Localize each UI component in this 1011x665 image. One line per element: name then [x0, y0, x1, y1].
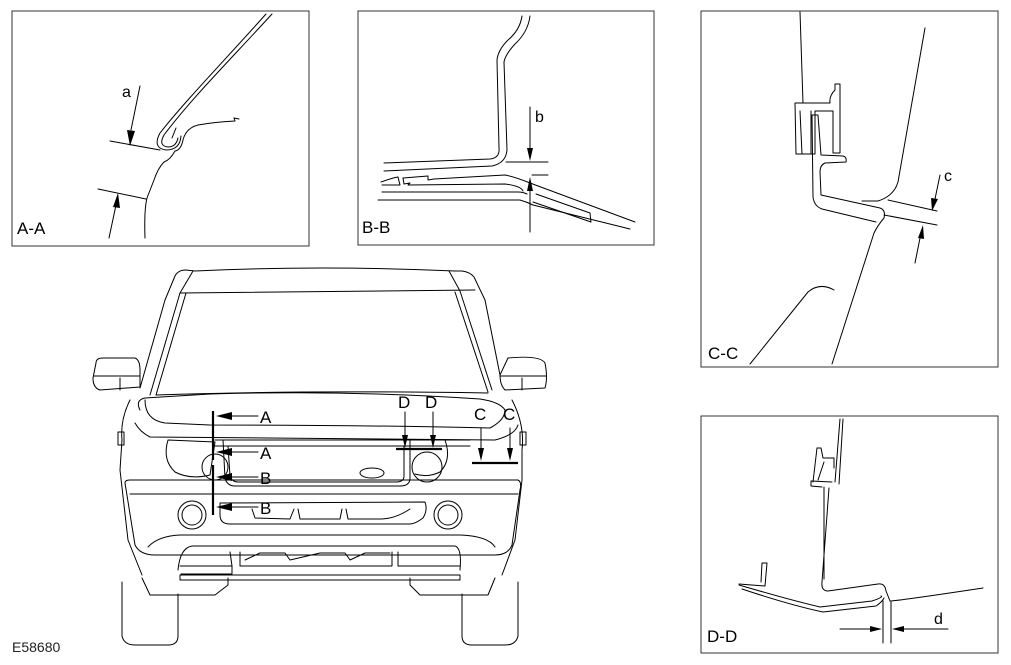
- bonnet-top: [137, 392, 506, 411]
- marker-arrow-b2: [216, 503, 232, 511]
- panel-d-lower: [738, 584, 883, 608]
- lower-clip: [380, 176, 401, 186]
- marker-arrow-a1: [216, 412, 232, 420]
- marker-arrow-d1: [402, 435, 408, 448]
- section-a-a-panel: a A-A: [11, 10, 310, 247]
- windshield-bottom: [155, 391, 489, 396]
- lower-curve: [749, 286, 835, 365]
- body-side-right: [501, 399, 523, 576]
- windshield-top: [179, 289, 476, 294]
- marker-label-d1: D: [398, 393, 410, 412]
- marker-label-c2: C: [503, 405, 515, 424]
- section-title-a-a: A-A: [17, 219, 46, 238]
- marker-label-d2: D: [425, 393, 437, 412]
- mirror-left: [92, 357, 141, 391]
- panel-d-upper: [821, 487, 984, 602]
- section-title-d-d: D-D: [707, 627, 737, 646]
- section-title-c-c: C-C: [708, 344, 738, 363]
- fog-lamp-left: [177, 500, 207, 530]
- section-c-c-panel: c C-C: [700, 10, 999, 368]
- headlamp-right-round: [411, 451, 443, 483]
- panel-c-inner: [811, 114, 885, 365]
- clip-profile: [812, 447, 835, 483]
- wheel-left: [121, 581, 179, 646]
- gap-arrow-left: [892, 626, 904, 632]
- skid-bar: [179, 574, 461, 581]
- marker-label-a2: A: [260, 444, 272, 463]
- fog-lamp-right: [433, 500, 463, 530]
- mirror-right: [499, 356, 547, 391]
- wheel-right: [461, 581, 519, 646]
- gap-label-a: a: [122, 84, 131, 101]
- section-title-b-b: B-B: [362, 218, 390, 237]
- bonnet-front: [144, 399, 506, 429]
- gap-arrow-up: [527, 177, 533, 191]
- marker-arrow-c1: [478, 448, 484, 461]
- lower-panel-2: [381, 191, 528, 195]
- gap-arrow-up: [918, 225, 924, 239]
- section-d-d-panel: d D-D: [700, 415, 999, 654]
- glass-line: [799, 11, 804, 104]
- body-outer-line: [861, 27, 926, 202]
- marker-arrow-d2: [430, 435, 436, 448]
- badge-oval: [359, 467, 385, 479]
- dimension-line-upper: [109, 140, 161, 151]
- glass-line: [834, 418, 844, 485]
- marker-arrow-a2: [216, 448, 232, 456]
- headlamp-left: [165, 439, 216, 478]
- section-c-c-frame: [700, 10, 999, 368]
- apron-top: [147, 534, 496, 548]
- section-a-a-frame: [11, 10, 310, 247]
- gap-arrow-down: [527, 148, 533, 161]
- grille-outline: [222, 439, 411, 487]
- marker-label-a1: A: [260, 408, 272, 427]
- bumper-upper: [124, 479, 522, 556]
- section-d-d-frame: [700, 415, 999, 654]
- lower-strip: [532, 193, 592, 223]
- lower-panel-1: [402, 174, 636, 223]
- gap-label-b: b: [535, 109, 544, 126]
- clip-profile: [794, 83, 841, 155]
- lower-grille: [219, 501, 427, 525]
- gap-label-c: c: [944, 168, 952, 185]
- gap-arrow-down: [127, 130, 135, 146]
- lower-panel-3: [377, 199, 631, 230]
- marker-arrow-b1: [216, 473, 232, 481]
- apron-inner: [177, 545, 461, 571]
- marker-label-c1: C: [474, 405, 486, 424]
- a-pillar-right: [448, 270, 493, 393]
- windshield-edge-inner: [156, 13, 267, 151]
- vehicle-front-view: A A B B D D C C: [92, 267, 547, 646]
- gap-arrow-right: [870, 626, 882, 632]
- gap-arrow-down: [931, 198, 938, 211]
- bonnet-panel-inner: [383, 15, 531, 172]
- left-bracket: [738, 562, 768, 587]
- windshield-edge: [161, 13, 273, 148]
- marker-label-b2: B: [260, 499, 271, 518]
- a-pillar-left: [149, 270, 194, 396]
- roof-outline: [174, 267, 501, 376]
- marker-label-b1: B: [260, 469, 271, 488]
- side-markers: [117, 431, 527, 446]
- bonnet-panel-outer: [383, 15, 523, 164]
- marker-arrow-c2: [507, 448, 513, 461]
- headlamp-right: [414, 439, 449, 477]
- body-side-left: [119, 399, 143, 576]
- bonnet-lip: [134, 422, 519, 441]
- figure-id: E58680: [12, 639, 60, 655]
- body-panel-upper: [174, 117, 240, 152]
- dimension-line-lower: [97, 188, 147, 200]
- section-b-b-panel: b B-B: [357, 10, 655, 246]
- gap-arrow-up: [113, 193, 120, 208]
- body-panel-lower: [144, 150, 176, 239]
- gap-label-d: d: [934, 611, 943, 628]
